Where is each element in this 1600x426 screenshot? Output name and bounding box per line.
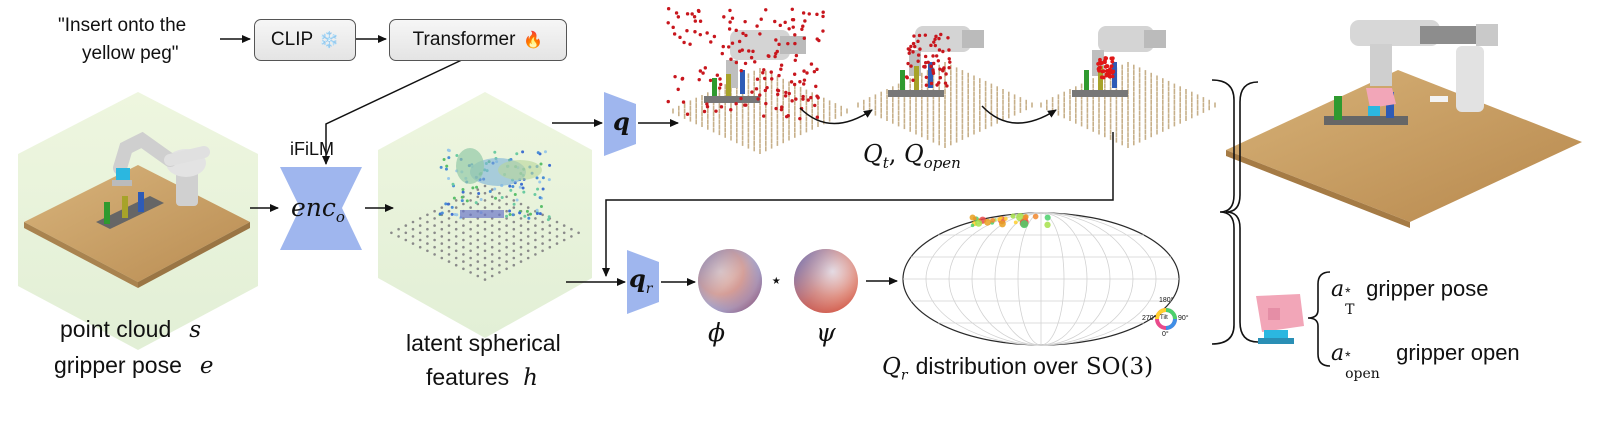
- tilt-wheel-right: 90°: [1178, 315, 1189, 322]
- tilt-wheel-left: 270°: [1142, 315, 1157, 322]
- ifilm-label: iFiLM: [290, 139, 334, 159]
- encoder-base: enc: [291, 193, 336, 222]
- action-pose-sup: *: [1345, 284, 1351, 300]
- phi-sphere: [698, 249, 762, 313]
- language-prompt-line2: yellow peg": [82, 43, 179, 64]
- action-open-line: a* open gripper open: [1331, 340, 1520, 382]
- sampling-scene-2: [857, 26, 1033, 148]
- tilt-wheel-center: Tilt: [1160, 315, 1168, 321]
- input-scene: [18, 92, 258, 350]
- snowflake-icon: ❄️: [319, 32, 340, 49]
- action-brace: [1307, 271, 1331, 367]
- tilt-wheel-bottom: 0°: [1162, 331, 1169, 338]
- gripper-pose-text: gripper pose: [54, 352, 182, 378]
- action-open-var: a: [1331, 341, 1345, 366]
- gripper-pose-var: e: [199, 353, 214, 379]
- qr-head-base: q: [629, 264, 646, 293]
- latent-features-var: h: [523, 365, 538, 391]
- psi-label: ψ: [816, 318, 836, 347]
- qr-head-shape: [627, 250, 659, 314]
- latent-scene: [378, 92, 592, 338]
- psi-sphere: [794, 249, 858, 313]
- encoder-shape: [280, 167, 362, 250]
- fire-icon: 🔥: [523, 32, 544, 49]
- action-open-sup: *: [1345, 348, 1351, 364]
- q-caption-sub-t: t: [882, 153, 889, 172]
- action-pose-text: gripper pose: [1366, 276, 1489, 301]
- q-caption-var: Q: [863, 140, 883, 168]
- action-pose-var: a: [1331, 277, 1345, 302]
- split-brace: [1225, 81, 1259, 343]
- clip-box: CLIP ❄️: [254, 19, 356, 61]
- convolution-star: ⋆: [770, 270, 783, 292]
- clip-label: CLIP: [270, 29, 314, 50]
- transformer-box: Transformer 🔥: [389, 19, 567, 61]
- so3-caption-group: SO(3): [1085, 354, 1154, 380]
- input-caption-line2: gripper pose e: [54, 352, 213, 379]
- gripper-icon: [1256, 294, 1304, 344]
- result-scene: [1226, 20, 1582, 228]
- point-cloud-text: point cloud: [60, 316, 172, 342]
- q-caption-var2: Q: [903, 140, 924, 168]
- language-prompt-line1: "Insert onto the: [58, 15, 187, 36]
- point-cloud-var: s: [189, 317, 202, 343]
- latent-caption-line1: latent spherical: [406, 330, 561, 356]
- so3-caption-sub: r: [900, 367, 908, 384]
- action-open-text: gripper open: [1396, 340, 1520, 365]
- transformer-label: Transformer: [412, 29, 516, 50]
- q-caption: Qt, Qopen: [863, 140, 961, 172]
- so3-caption: Qr distribution over SO(3): [882, 353, 1153, 384]
- arrows: [220, 35, 1114, 286]
- qr-head-sub: r: [645, 280, 653, 297]
- tilt-wheel-top: 180°: [1159, 297, 1174, 304]
- sampling-scene-3: [1040, 26, 1216, 148]
- input-caption-line1: point cloud s: [60, 316, 201, 343]
- tilt-color-wheel: [1155, 308, 1177, 330]
- q-head-shape: [604, 92, 636, 156]
- latent-features-text: features: [426, 364, 510, 390]
- merge-brace: [1211, 79, 1235, 345]
- action-pose-sub: T: [1345, 302, 1355, 318]
- q-caption-sep: ,: [888, 140, 904, 168]
- encoder-label: enco: [291, 193, 345, 226]
- qr-head-label: qr: [629, 264, 652, 297]
- action-open-sub: open: [1345, 366, 1380, 382]
- q-head-label: q: [613, 107, 630, 136]
- so3-mollweide-plot: [902, 212, 1180, 346]
- latent-caption-line2: features h: [426, 364, 538, 391]
- so3-caption-var: Q: [882, 354, 901, 380]
- sampling-scene-1: [666, 6, 848, 154]
- q-caption-sub-open: open: [923, 153, 961, 172]
- encoder-sub: o: [335, 208, 345, 226]
- so3-caption-text: distribution over: [915, 353, 1078, 379]
- phi-label: ϕ: [708, 318, 726, 347]
